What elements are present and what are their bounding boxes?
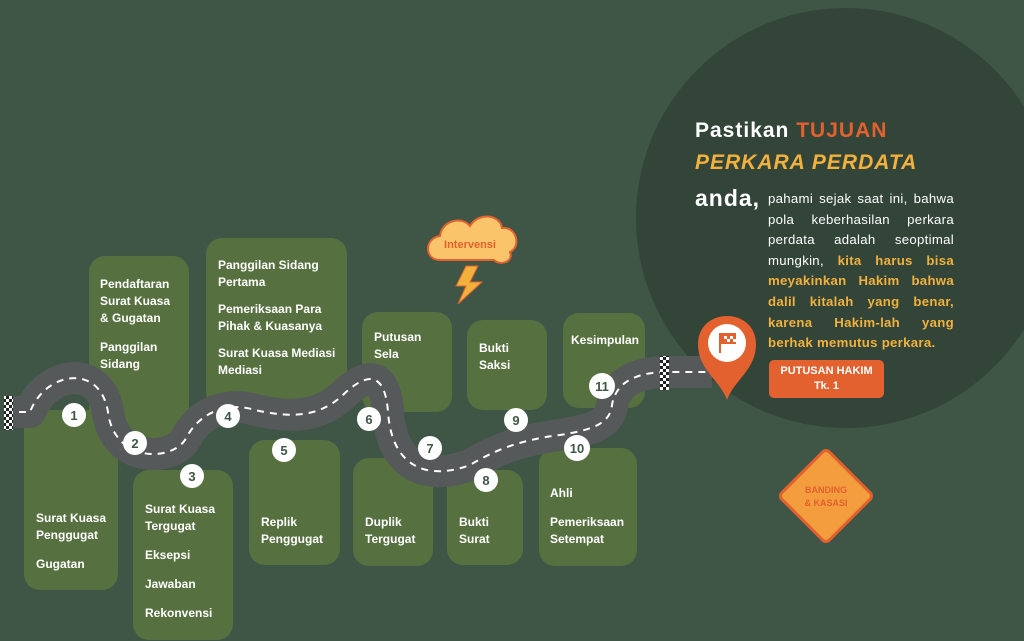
svg-text:10: 10 [570,441,584,456]
location-pin-icon [698,316,756,400]
putusan-hakim-badge: PUTUSAN HAKIM Tk. 1 [769,360,884,398]
svg-text:7: 7 [426,441,433,456]
step-marker-10: 10 [564,435,590,461]
svg-text:11: 11 [595,379,609,394]
svg-text:6: 6 [365,412,372,427]
step-marker-1: 1 [62,403,86,427]
lightning-icon [455,265,484,305]
svg-text:4: 4 [224,409,232,424]
svg-text:5: 5 [280,443,287,458]
card-step-5 [249,440,340,565]
card-step-3 [133,470,233,640]
description-plain: pahami sejak saat ini, bahwa pola keberh… [768,191,954,268]
card-step-9 [467,320,547,410]
step-marker-8: 8 [474,468,498,492]
finish-flag-icon [660,356,669,390]
step-marker-6: 6 [357,407,381,431]
svg-text:Intervensi: Intervensi [444,239,496,251]
svg-text:2: 2 [131,436,138,451]
step-marker-2: 2 [123,431,147,455]
step-marker-9: 9 [504,408,528,432]
banding-kasasi-sign: BANDING& KASASI [776,446,876,546]
sign-label: BANDING& KASASI [804,485,848,508]
headline-line-3: anda, [695,185,761,211]
headline-line-1: Pastikan TUJUAN [695,119,888,142]
step-marker-3: 3 [180,464,204,488]
winding-road [6,356,712,488]
description-highlight: kita harus bisa meyakinkan Hakim bahwa d… [768,252,954,351]
svg-text:3: 3 [188,469,195,484]
step-marker-5: 5 [272,438,296,462]
cloud-icon: Intervensi [427,215,518,264]
card-step-4 [206,238,347,408]
svg-text:9: 9 [512,413,519,428]
step-marker-11: 11 [589,373,615,399]
svg-text:8: 8 [482,473,489,488]
step-marker-4: 4 [216,404,240,428]
start-flag-icon [4,396,13,430]
card-11-label: Kesimpulan [571,333,640,347]
card-step-10 [539,448,637,566]
svg-text:1: 1 [70,408,77,423]
headline-line-2: PERKARA PERDATA [695,151,918,174]
description-paragraph: pahami sejak saat ini, bahwa pola keberh… [768,189,954,354]
step-marker-7: 7 [418,436,442,460]
